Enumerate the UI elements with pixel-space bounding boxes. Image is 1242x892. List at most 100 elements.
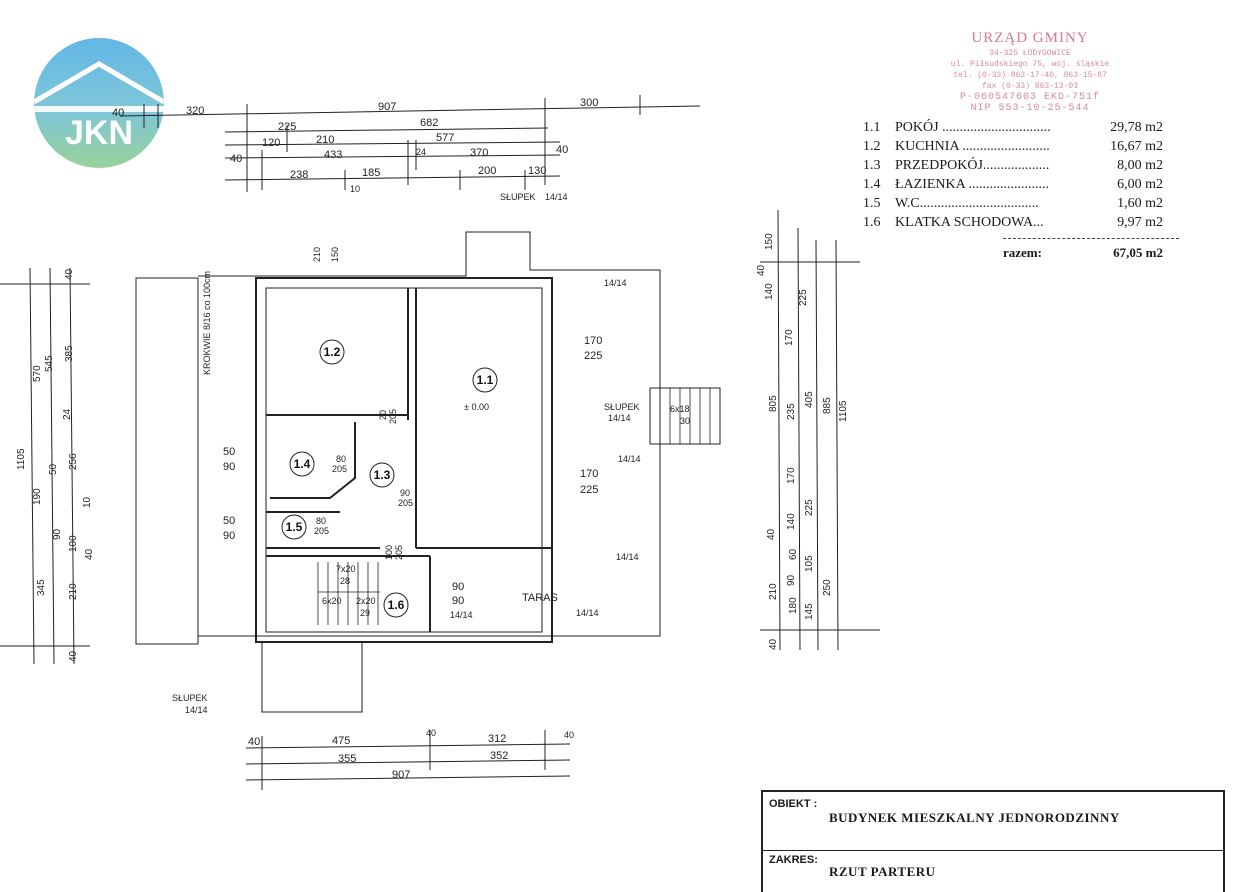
dim-label: 10 — [82, 496, 93, 508]
stairs-dim: 30 — [680, 416, 690, 426]
opening-dim: 90 — [452, 581, 464, 593]
post-size: 14/14 — [576, 608, 599, 618]
area-unit: m2 — [1145, 139, 1163, 154]
area-total: razem: 67,05 m2 — [863, 243, 1163, 262]
post-size: 14/14 — [545, 192, 568, 202]
area-name: ŁAZIENKA ....................... — [895, 177, 1049, 192]
area-value: 8,00 — [1117, 158, 1142, 173]
opening-dim: 225 — [584, 350, 602, 362]
dim-label: 907 — [378, 101, 396, 113]
jkn-logo: JKN — [34, 38, 164, 168]
stamp-regon: P-060547603 EKD-751f — [959, 92, 1101, 103]
dim-label: 385 — [64, 345, 75, 362]
area-unit: m2 — [1145, 215, 1163, 230]
stairs-dim: 7x20 — [336, 564, 356, 574]
dim-label: 10 — [350, 184, 360, 194]
dim-label: 40 — [248, 736, 260, 748]
dim-label: 40 — [756, 264, 767, 276]
stairs-dim: 28 — [340, 576, 350, 586]
stamp-line: tel. (0-33) 863-17-40, 863-15-87 — [953, 71, 1107, 80]
dim-label: 210 — [316, 134, 334, 146]
dim-label: 1105 — [16, 448, 27, 470]
dim-label: 90 — [52, 528, 63, 540]
dim-label: 40 — [768, 638, 779, 650]
dim-label: 40 — [564, 730, 574, 740]
area-name: PRZEDPOKÓJ................... — [895, 158, 1050, 173]
object-value: BUDYNEK MIESZKALNY JEDNORODZINNY — [829, 810, 1120, 825]
room-label-1-1: 1.1 — [477, 373, 494, 387]
scope-label: ZAKRES: — [769, 854, 818, 866]
opening-dim: 170 — [580, 468, 598, 480]
dim-label: 577 — [436, 132, 454, 144]
stamp-line: 34-325 ŁODYGOWICE — [989, 49, 1071, 58]
total-label: razem: — [1003, 245, 1042, 260]
opening-dim: 205 — [398, 498, 413, 508]
area-num: 1.2 — [863, 139, 881, 154]
dim-label: 40 — [766, 528, 777, 540]
dim-label: 405 — [804, 391, 815, 408]
opening-dim: 225 — [580, 484, 598, 496]
dim-label: 40 — [112, 107, 124, 119]
dim-label: 885 — [822, 397, 833, 414]
dim-label: 225 — [278, 121, 296, 133]
dim-label: 225 — [798, 289, 809, 306]
opening-dim: 90 — [400, 488, 410, 498]
area-num: 1.5 — [863, 196, 881, 211]
dim-label: 210 — [68, 583, 79, 600]
opening-dim: 100 — [384, 545, 394, 560]
opening-dim: 210 — [312, 247, 322, 262]
dim-label: 355 — [338, 753, 356, 765]
dim-label: 312 — [488, 733, 506, 745]
dim-label: 120 — [262, 137, 280, 149]
dim-label: 200 — [478, 165, 496, 177]
dim-label: 256 — [68, 453, 79, 470]
area-name: KLATKA SCHODOWA... — [895, 215, 1044, 230]
dim-label: 145 — [804, 603, 815, 620]
stairs-dim: 29 — [360, 608, 370, 618]
dim-label: 352 — [490, 750, 508, 762]
dim-label: 250 — [822, 579, 833, 596]
room-label-1-5: 1.5 — [286, 520, 303, 534]
room-label-1-6: 1.6 — [388, 598, 405, 612]
dim-label: 90 — [786, 574, 797, 586]
dim-label: 40 — [230, 153, 242, 165]
rafters-label: KROKWIE 8/16 co 100cm — [202, 271, 212, 375]
dim-label: 24 — [62, 408, 73, 420]
post-label: SŁUPEK — [500, 192, 536, 202]
total-value: 67,05 m2 — [1113, 245, 1163, 260]
post-label: SŁUPEK — [172, 693, 208, 703]
office-stamp: URZĄD GMINY 34-325 ŁODYGOWICE ul. Piłsud… — [930, 28, 1130, 114]
title-block: OBIEKT : BUDYNEK MIESZKALNY JEDNORODZINN… — [761, 790, 1225, 892]
area-num: 1.1 — [863, 120, 881, 135]
scope-value: RZUT PARTERU — [829, 864, 936, 879]
scope-section: ZAKRES: RZUT PARTERU — [763, 850, 1223, 892]
dim-label: 190 — [32, 488, 43, 505]
dim-label: 370 — [470, 147, 488, 159]
opening-dim: 80 — [336, 454, 346, 464]
area-num: 1.6 — [863, 215, 881, 230]
dim-label: 130 — [528, 165, 546, 177]
area-value: 16,67 — [1110, 139, 1142, 154]
opening-dim: 50 — [223, 515, 235, 527]
terrace-label: TARAS — [522, 592, 558, 604]
area-num: 1.3 — [863, 158, 881, 173]
area-value: 29,78 — [1110, 120, 1142, 135]
object-section: OBIEKT : BUDYNEK MIESZKALNY JEDNORODZINN… — [763, 792, 1223, 851]
stamp-title: URZĄD GMINY — [971, 30, 1089, 46]
dim-label: 682 — [420, 117, 438, 129]
dim-label: 185 — [362, 167, 380, 179]
room-label-1-2: 1.2 — [324, 345, 341, 359]
opening-dim: 20 — [378, 410, 388, 420]
dim-label: 40 — [68, 650, 79, 662]
dim-label: 225 — [804, 499, 815, 516]
dim-label: 805 — [768, 395, 779, 412]
object-label: OBIEKT : — [769, 798, 818, 810]
room-markers: 1.2 1.1 1.3 1.4 1.5 1.6 — [281, 339, 498, 618]
dim-label: 150 — [764, 233, 775, 250]
stairs-dim: 6x18 — [670, 404, 690, 414]
dim-label: 140 — [786, 513, 797, 530]
dim-label: 60 — [788, 548, 799, 560]
floor-level: ± 0.00 — [464, 402, 489, 412]
